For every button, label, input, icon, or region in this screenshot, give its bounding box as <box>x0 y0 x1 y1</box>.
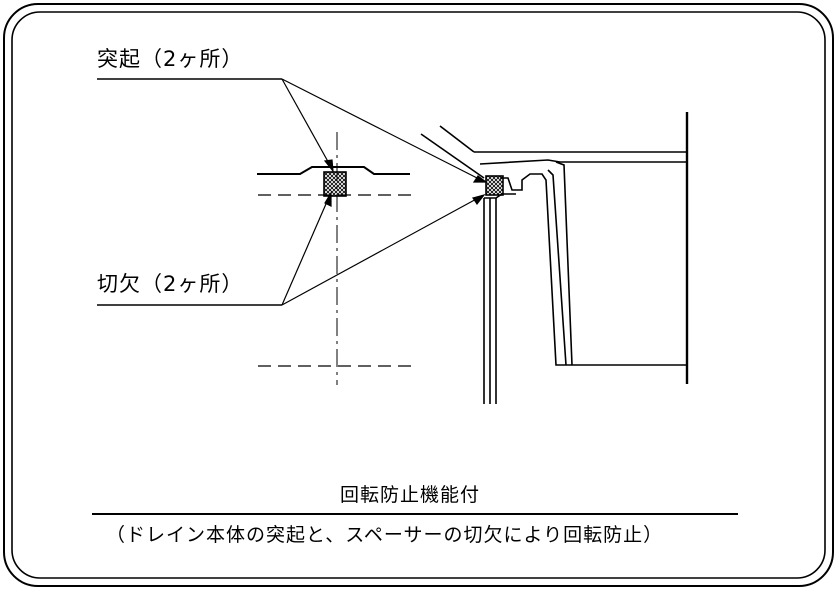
inner-frame <box>11 11 826 579</box>
right-section-view <box>420 112 689 404</box>
left-section-view <box>257 132 412 385</box>
right-protrusion-hatch <box>485 175 504 196</box>
caption-note: （ドレイン本体の突起と、スペーサーの切欠により回転防止） <box>106 524 664 546</box>
caption-title: 回転防止機能付 <box>340 484 481 506</box>
protrusion-label: 突起（2ヶ所） <box>97 47 244 71</box>
outer-frame <box>3 3 834 587</box>
notch-leaders <box>281 190 486 306</box>
protrusion-leaders <box>281 78 488 183</box>
notch-label: 切欠（2ヶ所） <box>97 272 244 296</box>
left-protrusion-hatch <box>323 171 347 197</box>
